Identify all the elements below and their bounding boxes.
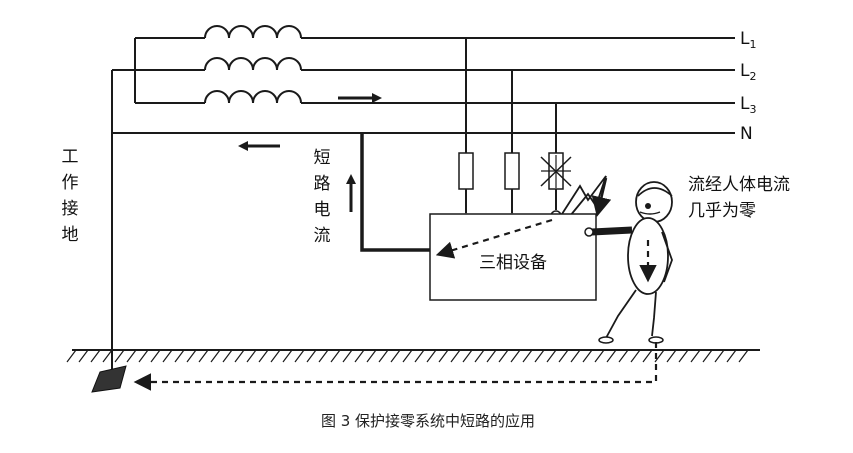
- phase-line-l2: [112, 57, 735, 71]
- label-l1: L1: [740, 29, 756, 51]
- phase-drop-3: [540, 103, 572, 222]
- three-phase-equipment: [429, 213, 597, 301]
- phase-drop-2: [504, 70, 520, 225]
- arrow-left-icon: [238, 141, 280, 151]
- person-figure: [584, 181, 673, 344]
- svg-text:流经人体电流: 流经人体电流: [688, 175, 790, 195]
- svg-text:流: 流: [314, 226, 331, 246]
- short-circuit-current-label: 短 路 电 流: [314, 148, 331, 246]
- person-left-leg: [605, 289, 637, 339]
- phase-drop-1: [458, 38, 474, 225]
- protective-neutral-wire: [360, 133, 430, 252]
- arrow-right-icon: [338, 93, 382, 103]
- ground-electrode: [91, 365, 127, 393]
- fault-current-path: [435, 218, 553, 259]
- svg-text:短: 短: [314, 148, 331, 168]
- svg-text:电: 电: [314, 200, 331, 220]
- fuse-2: [504, 152, 520, 190]
- label-n: N: [740, 124, 753, 144]
- ground-line: [66, 349, 760, 363]
- equipment-label: 三相设备: [479, 253, 547, 273]
- svg-text:作: 作: [62, 173, 79, 193]
- svg-text:路: 路: [314, 174, 331, 194]
- person-right-leg: [651, 291, 657, 337]
- label-l2: L2: [740, 61, 756, 83]
- fuse-1: [458, 152, 474, 190]
- label-l3: L3: [740, 94, 756, 116]
- svg-text:工: 工: [62, 147, 79, 167]
- phase-line-l1: [135, 25, 735, 39]
- working-ground-label: 工 作 接 地: [62, 147, 79, 245]
- svg-text:接: 接: [62, 199, 79, 219]
- arrow-up-icon: [346, 174, 356, 212]
- earth-return-path: [133, 342, 658, 391]
- fault-spark-icon: [561, 175, 607, 217]
- figure-caption: 图 3 保护接零系统中短路的应用: [321, 412, 535, 430]
- phase-line-l3: [135, 90, 735, 104]
- person-arm: [591, 226, 633, 236]
- svg-text:地: 地: [62, 225, 79, 245]
- svg-text:几乎为零: 几乎为零: [688, 201, 756, 221]
- body-current-label: 流经人体电流 几乎为零: [688, 175, 790, 221]
